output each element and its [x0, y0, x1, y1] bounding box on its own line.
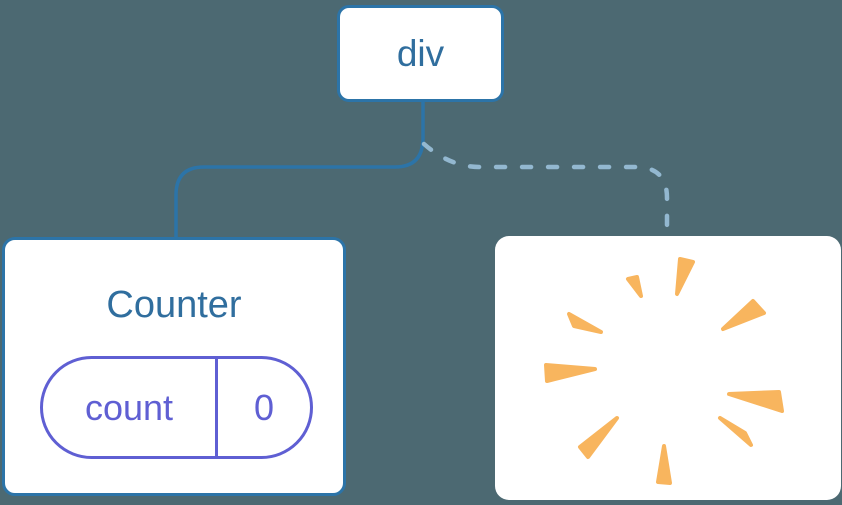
removed-node: [495, 236, 841, 500]
state-pill-divider: [215, 359, 218, 456]
div-node: div: [337, 5, 504, 102]
div-node-label: div: [396, 32, 445, 74]
poof-starburst-icon: [544, 257, 784, 485]
dashed-edge: [421, 141, 670, 239]
state-pill: count 0: [40, 356, 313, 459]
solid-edge: [174, 101, 425, 238]
counter-node-title: Counter: [106, 284, 242, 326]
counter-node: Counter count 0: [2, 237, 346, 496]
state-value: 0: [253, 386, 275, 428]
state-name: count: [84, 386, 174, 428]
